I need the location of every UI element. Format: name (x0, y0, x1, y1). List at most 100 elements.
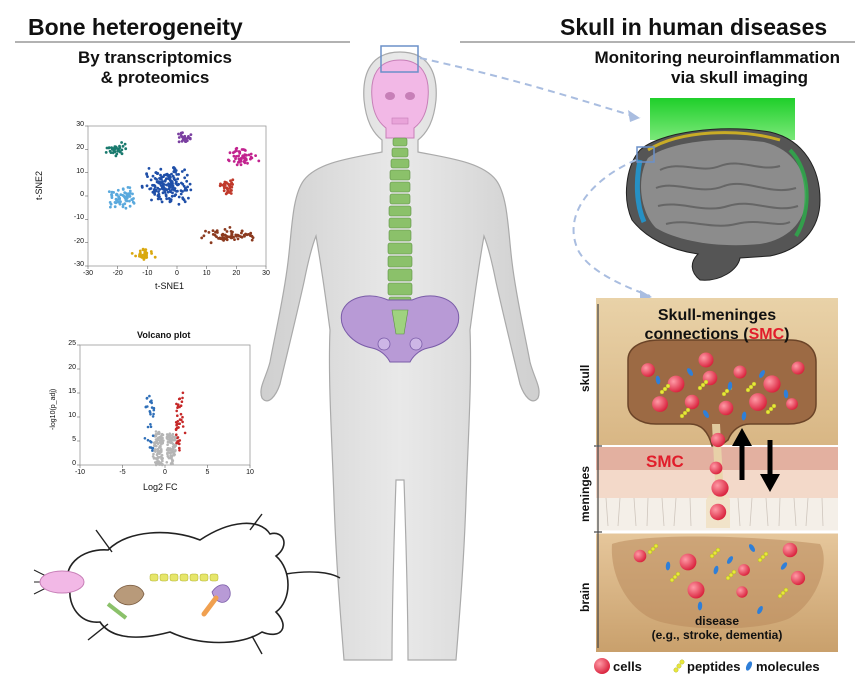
volcano-point (175, 433, 178, 437)
volcano-point (152, 408, 156, 412)
volcano-point (149, 413, 152, 416)
legend-cell-icon (594, 658, 610, 674)
peptide-particle (757, 551, 769, 563)
volcano-point (151, 446, 155, 450)
tsne-point (124, 206, 128, 210)
peptide-particle (679, 407, 691, 419)
volcano-point (151, 449, 154, 452)
volcano-point (161, 439, 164, 442)
tsne-point (120, 152, 124, 156)
volcano-point (149, 423, 152, 426)
tsne-point (115, 198, 119, 202)
molecule-particle (726, 556, 734, 564)
volcano-point (146, 405, 149, 408)
volcano-point (181, 396, 184, 400)
cell-particle (687, 581, 705, 599)
tsne-point (209, 241, 213, 245)
tsne-point (186, 185, 190, 189)
volcano-point (168, 451, 172, 455)
legend-cells-label: cells (613, 659, 642, 674)
tsne-point (236, 237, 240, 241)
peptide-particle (709, 547, 721, 559)
cell-particle (736, 586, 748, 598)
peptide-particle (647, 543, 659, 555)
legend-molecule-icon (745, 661, 753, 671)
smc-inline-label: SMC (646, 452, 684, 471)
tsne-point (181, 131, 184, 135)
tsne-y-tick: -10 (73, 214, 84, 222)
volcano-point (171, 433, 174, 437)
volcano-point (178, 439, 182, 442)
tsne-point (160, 200, 164, 204)
tsne-point (109, 205, 112, 209)
volcano-point (158, 446, 161, 449)
molecule-particle (655, 375, 661, 385)
layer-label-brain: brain (578, 582, 592, 612)
tsne-point (115, 152, 119, 156)
tsne-point (150, 198, 153, 202)
volcano-point (181, 415, 184, 419)
cell-particle (652, 396, 668, 412)
peptide-particle (725, 569, 737, 581)
tsne-point (110, 193, 113, 196)
volcano-point (154, 438, 158, 441)
tsne-point (170, 194, 174, 198)
volcano-point (166, 443, 169, 447)
tsne-point (250, 238, 254, 242)
smc-title-line1: Skull-meninges (657, 307, 777, 324)
tsne-point (145, 172, 149, 176)
volcano-point (169, 462, 173, 465)
volcano-point (175, 409, 178, 413)
tsne-x-tick: -20 (112, 270, 123, 277)
volcano-y-tick: 25 (68, 340, 76, 347)
tsne-point (145, 256, 149, 259)
tsne-point (145, 184, 149, 188)
cell-particle (791, 361, 805, 375)
molecule-particle (703, 410, 709, 418)
volcano-point (160, 442, 163, 445)
left-header-title: Bone heterogeneity (28, 14, 243, 40)
volcano-point (179, 404, 183, 408)
tsne-x-tick: 0 (175, 270, 179, 277)
legend-glyphs (594, 658, 753, 674)
peptide-particle (777, 587, 789, 599)
tsne-point (166, 190, 170, 194)
tsne-point (207, 231, 211, 234)
tsne-point (223, 228, 227, 231)
tsne-point (230, 236, 234, 240)
volcano-point (172, 452, 176, 455)
tsne-point (215, 235, 218, 239)
volcano-y-tick: 15 (68, 388, 76, 395)
tsne-point (114, 145, 118, 149)
peptide-particle (669, 571, 681, 583)
tsne-point (118, 201, 122, 205)
tsne-point (173, 194, 177, 198)
volcano-plot (77, 344, 251, 468)
peptide-particle (659, 383, 671, 395)
tsne-point (221, 237, 225, 241)
volcano-point (155, 453, 159, 457)
tsne-point (231, 178, 235, 182)
tsne-point (230, 185, 234, 189)
right-subtitle-line1: Monitoring neuroinflammation (594, 48, 840, 67)
volcano-point (176, 414, 179, 418)
tsne-point (108, 201, 112, 204)
tsne-point (234, 157, 237, 161)
tsne-y-tick: -30 (73, 261, 84, 268)
tsne-point (239, 163, 243, 167)
volcano-point (149, 440, 152, 443)
tsne-y-tick: 30 (76, 121, 84, 128)
volcano-point (171, 459, 175, 462)
tsne-point (187, 196, 190, 200)
tsne-point (228, 151, 232, 155)
tsne-point (113, 205, 117, 209)
tsne-point (120, 148, 124, 152)
volcano-point (159, 461, 163, 465)
volcano-point (179, 412, 183, 416)
volcano-point (174, 435, 177, 439)
tsne-point (230, 234, 234, 237)
tsne-point (118, 144, 121, 148)
cell-particle (718, 400, 734, 416)
tsne-point (249, 231, 253, 235)
